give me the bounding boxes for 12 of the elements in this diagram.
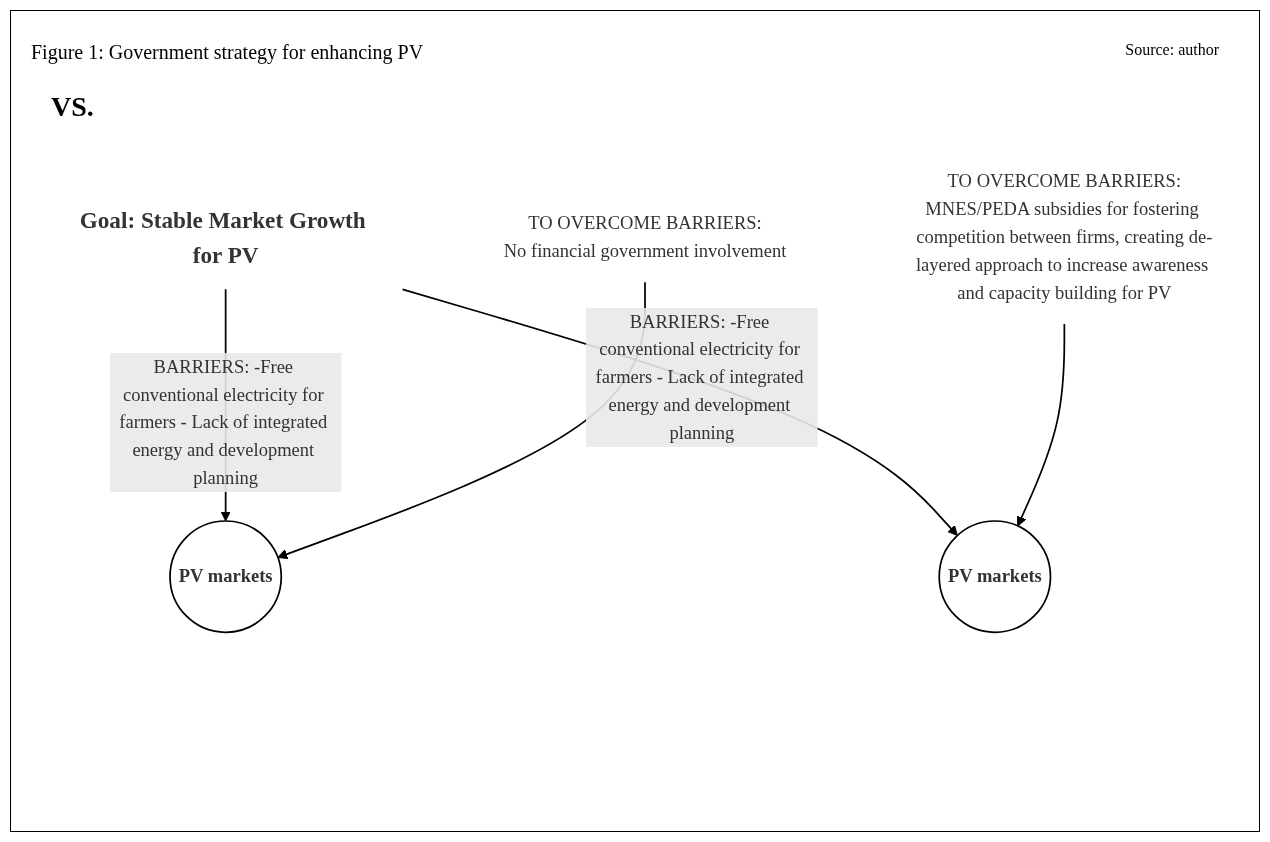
edge-label: BARRIERS: -Free conventional electricity for farmers - Lack of integrated energy and development planning (119, 356, 328, 488)
node-circle: PV markets (938, 520, 1052, 634)
node-text: TO OVERCOME BARRIERS: MNES/PEDA subsidies for fostering competition between firms, creating de-layered approach to increase awareness and capacity building for PV (915, 171, 1213, 303)
source-note: Source: author (1125, 41, 1219, 59)
node-text: Goal: Stable Market Growth for PV (79, 207, 366, 268)
arrow (401, 288, 958, 536)
arrow (1016, 323, 1066, 527)
node-circle: PV markets (169, 520, 283, 634)
vs-label: VS. (51, 91, 94, 123)
figure-title: Figure 1: Government strategy for enhancing PV (31, 41, 424, 64)
edge-label: BARRIERS: -Free conventional electricity for farmers - Lack of integrated energy and development planning (595, 311, 804, 443)
node-text: TO OVERCOME BARRIERS: No financial government involvement (503, 212, 787, 261)
